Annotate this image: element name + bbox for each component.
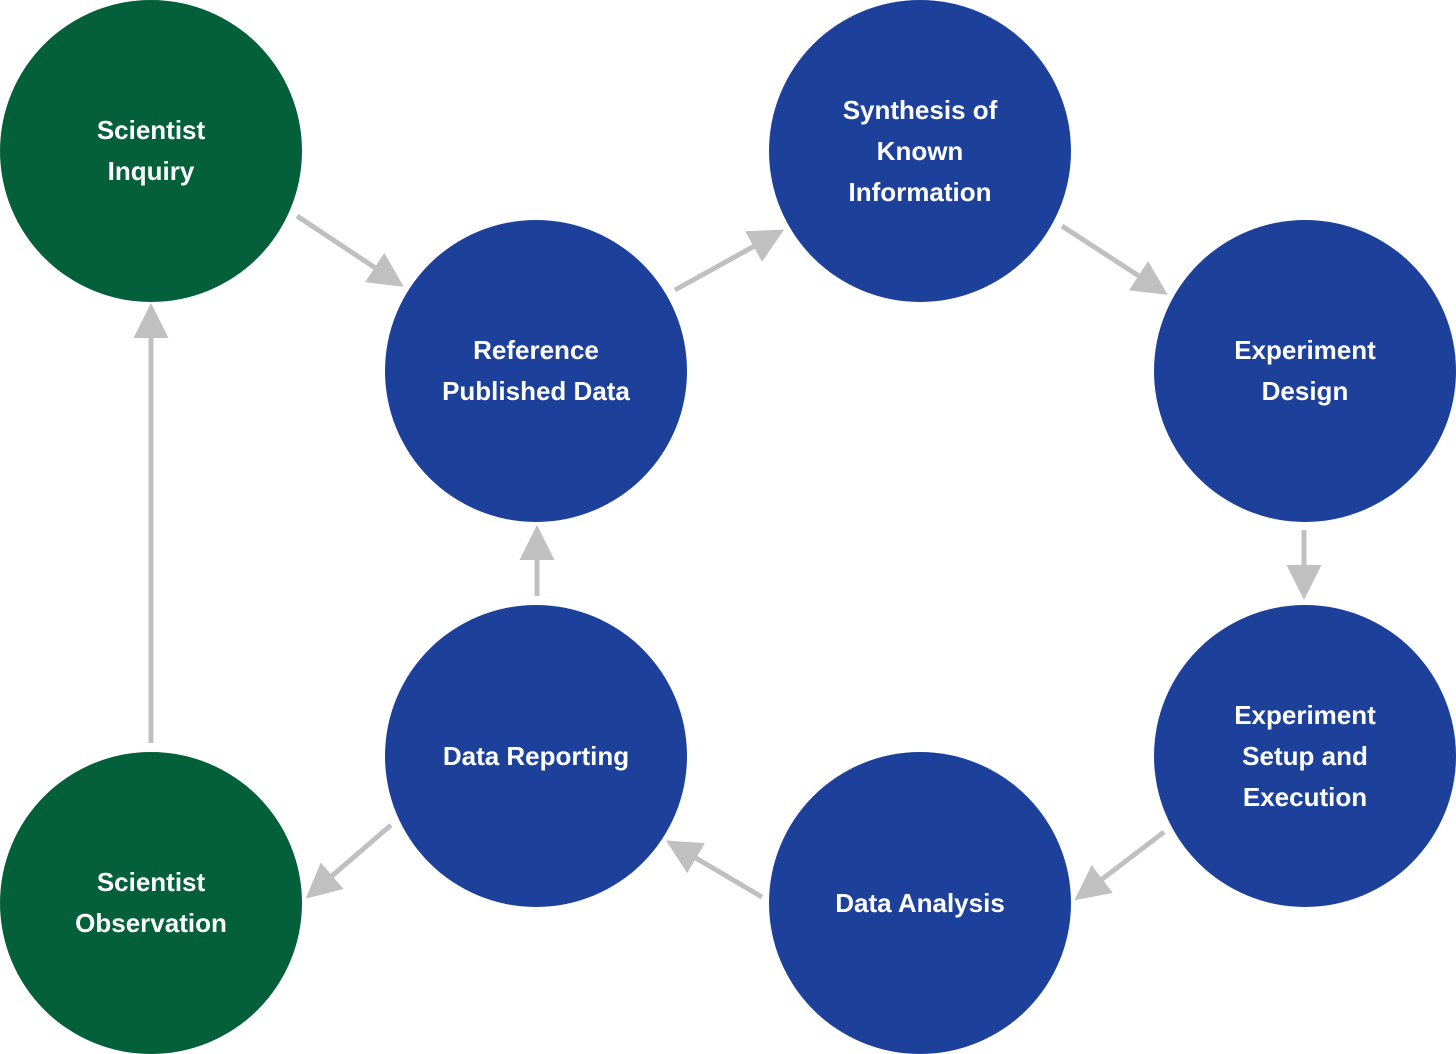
arrow-analysis-to-reporting xyxy=(665,840,764,900)
node-experiment-design: Experiment Design xyxy=(1154,220,1456,522)
arrow-synthesis-to-design xyxy=(1060,223,1168,295)
node-scientist-observation: Scientist Observation xyxy=(0,752,302,1054)
arrow-reference-to-synthesis xyxy=(673,229,785,293)
node-data-reporting: Data Reporting xyxy=(385,605,687,907)
arrow-reporting-to-observation xyxy=(305,823,393,899)
node-label: Reference Published Data xyxy=(442,335,630,406)
node-label: Experiment Design xyxy=(1234,335,1376,406)
node-data-analysis: Data Analysis xyxy=(769,752,1071,1054)
node-label: Synthesis of Known Information xyxy=(842,94,998,207)
arrow-setup-to-analysis xyxy=(1074,830,1166,901)
node-experiment-setup-and-execution: Experiment Setup and Execution xyxy=(1154,605,1456,907)
node-synthesis-of-known-information: Synthesis of Known Information xyxy=(769,0,1071,302)
node-reference-published-data: Reference Published Data xyxy=(385,220,687,522)
node-label: Scientist Observation xyxy=(75,867,227,938)
node-label: Experiment Setup and Execution xyxy=(1234,699,1376,812)
node-label: Data Reporting xyxy=(442,740,630,771)
node-scientist-inquiry: Scientist Inquiry xyxy=(0,0,302,302)
node-label: Scientist Inquiry xyxy=(96,115,206,186)
arrow-inquiry-to-reference xyxy=(295,213,404,287)
node-label: Data Analysis xyxy=(835,887,1005,918)
